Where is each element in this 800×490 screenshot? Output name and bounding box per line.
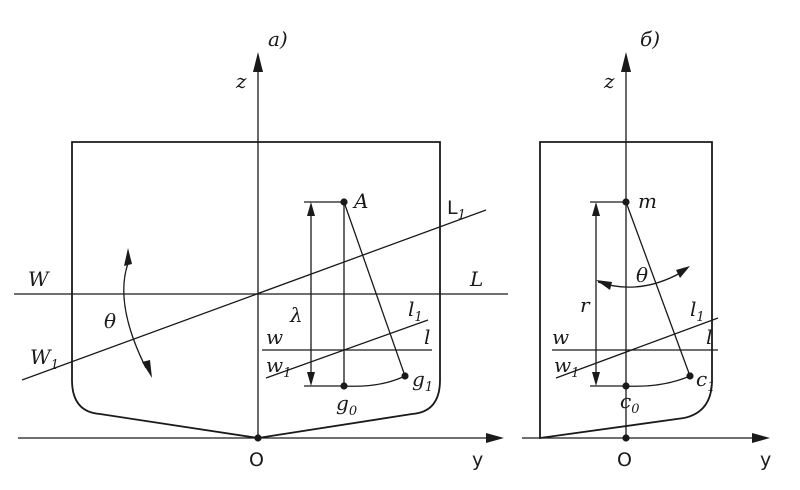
arc-c0-c1 [625, 375, 691, 387]
theta-arc-a [123, 257, 147, 369]
label-theta-b: θ [636, 263, 648, 287]
label-y-b: y [760, 449, 771, 471]
label-l1-b: l1 [690, 297, 705, 325]
label-r: r [580, 293, 591, 317]
label-g0: g0 [336, 391, 357, 419]
label-g1: g1 [412, 367, 433, 395]
label-lambda: λ [289, 303, 303, 327]
label-L1: L1 [447, 197, 466, 223]
line-m-c1 [625, 201, 691, 377]
point-g1 [401, 372, 409, 380]
hull-outline-a [71, 141, 441, 439]
dim-r-arrow-bottom [592, 372, 600, 386]
caption-b: б) [640, 27, 660, 51]
label-z-a: z [235, 69, 247, 93]
label-l1-a: l1 [408, 297, 423, 325]
label-w-a: w [266, 325, 283, 349]
hull-outline-b [539, 141, 713, 440]
label-l-a: l [424, 325, 430, 349]
waterline-W1L1 [21, 209, 487, 381]
caption-a: а) [268, 27, 288, 51]
point-g0 [340, 382, 348, 390]
theta-arrow-left-b [596, 280, 612, 290]
waterline-w1l1 [265, 319, 429, 379]
panel-a: а) z y O W L W1 L1 w l w1 l1 A g0 g1 λ θ [14, 27, 508, 471]
label-w1-a: w1 [266, 353, 291, 381]
point-A [340, 198, 348, 206]
z-axis-arrow-b [621, 52, 631, 72]
dim-r-arrow-top [592, 202, 600, 216]
theta-arrow-right-b [676, 266, 690, 278]
y-axis-arrow-b [752, 433, 770, 443]
dim-lambda-arrow-bottom [307, 372, 315, 386]
theta-arrow-bottom-a [142, 360, 152, 378]
point-origin-a [254, 434, 262, 442]
dim-lambda-arrow-top [307, 202, 315, 216]
line-A-g1 [343, 201, 406, 377]
panel-b: б) z y O m r θ w l w1 l1 c0 c1 [522, 27, 771, 471]
point-c0 [622, 382, 630, 390]
z-axis-arrow-a [253, 52, 263, 72]
point-origin-b [622, 434, 630, 442]
label-theta-a: θ [104, 309, 116, 333]
arc-g0-g1 [343, 375, 406, 387]
label-W1: W1 [30, 345, 59, 373]
theta-arrow-top-a [124, 248, 132, 266]
label-w1-b: w1 [554, 353, 579, 381]
label-c0: c0 [620, 389, 639, 417]
label-L: L [469, 267, 483, 291]
label-l-b: l [706, 325, 712, 349]
point-m [622, 198, 630, 206]
label-z-b: z [603, 69, 615, 93]
label-A: A [352, 189, 368, 213]
waterline-w1l1-b [555, 317, 719, 379]
y-axis-arrow-a [486, 433, 504, 443]
label-m: m [638, 189, 657, 213]
label-origin-b: O [617, 449, 632, 471]
label-w-b: w [552, 325, 569, 349]
label-origin-a: O [249, 449, 264, 471]
point-c1 [686, 372, 694, 380]
label-c1: c1 [696, 367, 715, 395]
label-W: W [28, 267, 50, 291]
label-y-a: y [472, 449, 483, 471]
